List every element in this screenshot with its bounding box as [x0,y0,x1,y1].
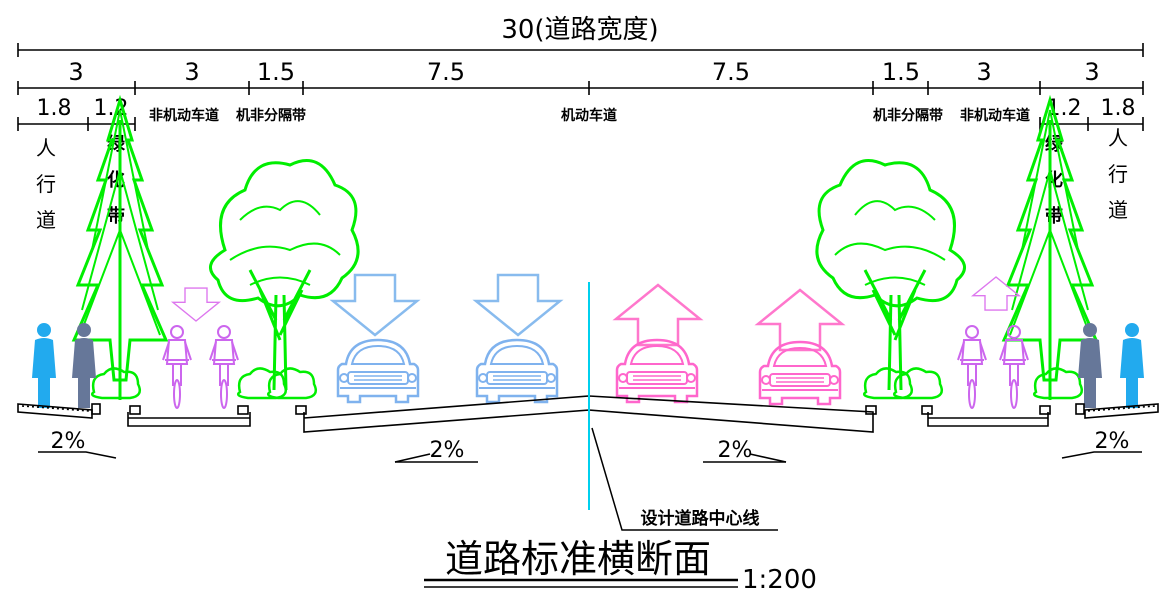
sidewalk-width-label: 1.8 [1101,96,1136,121]
section-width-label: 3 [976,58,991,86]
down-arrow-icon [172,287,220,322]
car-icon [475,338,559,404]
total-width-label: 30(道路宽度) [501,15,658,45]
shrub-icon [90,367,142,400]
slope-label: 2% [430,438,465,463]
page-title: 道路标准横断面 [445,537,711,581]
trees [72,98,1098,402]
slope-label: 2% [718,438,753,463]
section-width-label: 7.5 [427,58,465,86]
separator-label: 机非分隔带 [236,107,306,124]
up-arrow-icon [972,276,1020,311]
scale-label: 1:200 [742,565,817,595]
cyclist-icon [957,325,987,409]
shrub-icon [236,367,288,400]
down-arrow-icon [331,273,419,337]
centerline-label: 设计道路中心线 [641,508,760,529]
car-icon [615,338,699,404]
pedestrian-icon [32,323,56,408]
traffic-arrows [172,273,1020,352]
pedestrian-icon [1078,323,1102,408]
sidewalk-label-char: 人 [1108,126,1128,150]
centerline-leader [591,427,778,531]
sidewalk-width-label: 1.8 [37,96,72,121]
section-width-label: 3 [1084,58,1099,86]
cyclist-icon [209,325,239,409]
section-width-labels: 3 3 1.5 7.5 7.5 1.5 3 3 [68,58,1099,86]
pedestrian-icon [1120,323,1144,408]
cyclist-icon [162,325,192,409]
section-width-label: 3 [184,58,199,86]
slope-label: 2% [1095,429,1130,454]
section-width-label: 1.5 [882,58,920,86]
section-width-label: 1.5 [257,58,295,86]
tree-icon [815,159,967,392]
motor-lane-label: 机动车道 [561,107,617,124]
slope-markers [38,451,1142,463]
separator-label: 机非分隔带 [873,107,943,124]
up-arrow-icon [614,283,702,347]
car-icon [758,340,842,406]
sidewalk-label-char: 道 [36,208,56,232]
dimension-lines [17,43,1144,131]
car-icon [336,338,420,404]
section-width-label: 7.5 [712,58,750,86]
nonmotor-lane-label: 非机动车道 [149,107,219,124]
section-width-label: 3 [68,58,83,86]
slope-label: 2% [51,429,86,454]
nonmotor-lane-label: 非机动车道 [960,107,1030,124]
sidewalk-label-char: 行 [1108,162,1128,186]
sidewalk-label-char: 行 [36,172,56,196]
down-arrow-icon [474,273,562,337]
sidewalk-label-char: 人 [36,136,56,160]
sidewalk-label-char: 道 [1108,198,1128,222]
